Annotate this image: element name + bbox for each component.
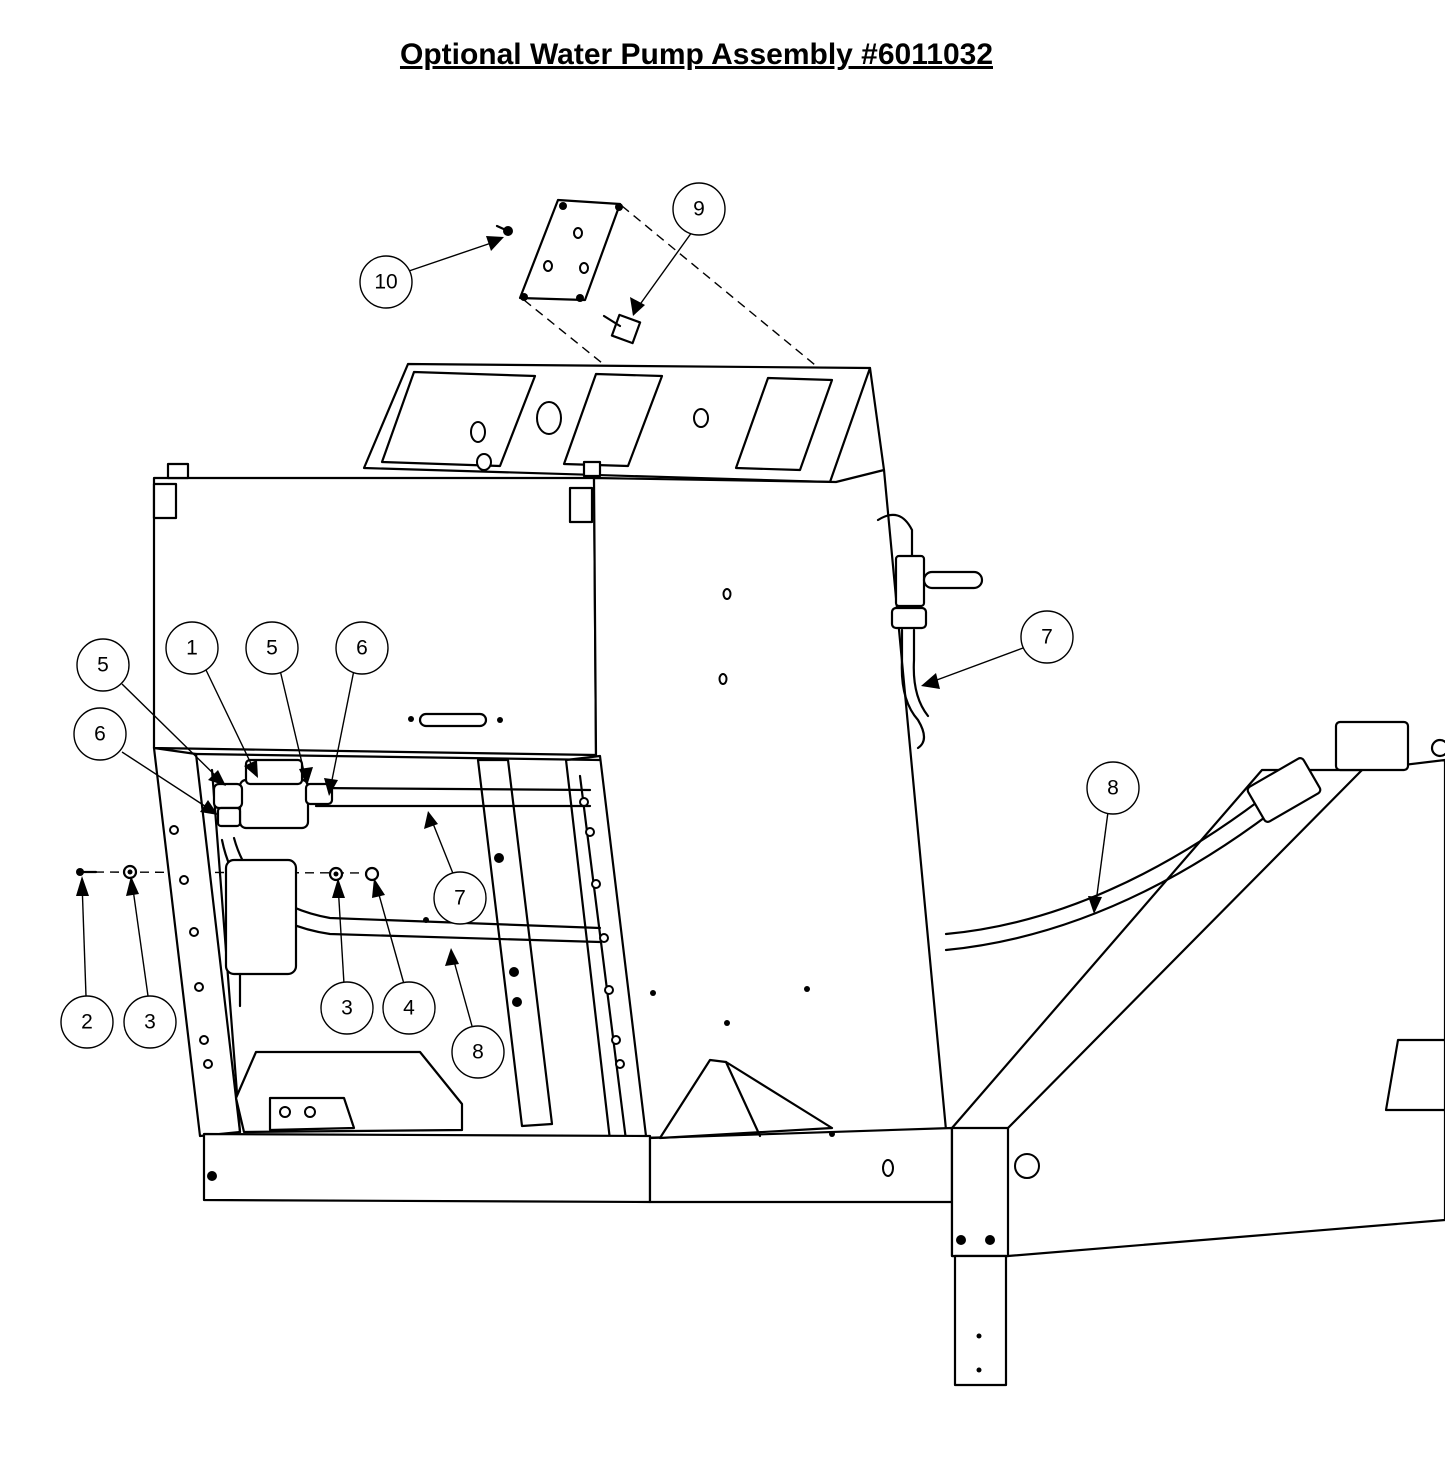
callout-4: 4 (382, 981, 436, 1035)
svg-text:5: 5 (266, 637, 278, 660)
svg-text:8: 8 (1107, 777, 1119, 800)
control-panel-housing (362, 362, 886, 484)
svg-text:6: 6 (356, 637, 368, 660)
svg-text:2: 2 (81, 1011, 93, 1034)
svg-text:5: 5 (97, 654, 109, 677)
callout-5-left: 5 (76, 638, 130, 692)
flat-washer-inner (328, 866, 344, 882)
callout-7-lower: 7 (433, 871, 487, 925)
svg-text:7: 7 (1041, 626, 1053, 649)
callout-5-middle: 5 (245, 621, 299, 675)
svg-text:8: 8 (472, 1041, 484, 1064)
water-pump (224, 858, 298, 1008)
callout-3-middle: 3 (320, 981, 374, 1035)
svg-text:10: 10 (374, 271, 397, 294)
callout-3-left: 3 (123, 995, 177, 1049)
svg-text:1: 1 (186, 637, 198, 660)
support-frame (152, 746, 648, 1142)
hex-bolt (76, 868, 98, 876)
toggle-switch (602, 313, 642, 345)
callout-6-middle: 6 (335, 621, 389, 675)
svg-text:4: 4 (403, 997, 415, 1020)
svg-text:3: 3 (144, 1011, 156, 1034)
flat-washer (122, 864, 138, 880)
svg-text:6: 6 (94, 723, 106, 746)
callout-2: 2 (60, 995, 114, 1049)
tank-body (152, 460, 948, 1140)
callout-1: 1 (165, 621, 219, 675)
callout-7-right: 7 (1020, 610, 1074, 664)
mounting-screw (495, 224, 513, 236)
callout-8-right: 8 (1086, 761, 1140, 815)
base-skid (202, 1050, 954, 1204)
callout-10: 10 (359, 255, 413, 309)
shutoff-valve (876, 513, 984, 750)
svg-text:7: 7 (454, 887, 466, 910)
callout-8-lower: 8 (451, 1025, 505, 1079)
strainer-filter (212, 758, 334, 830)
lock-nut (364, 866, 380, 882)
callout-6-left: 6 (73, 707, 127, 761)
diagram-title: Optional Water Pump Assembly #6011032 (399, 38, 993, 71)
callout-9: 9 (672, 182, 726, 236)
svg-text:9: 9 (693, 198, 705, 221)
svg-text:3: 3 (341, 997, 353, 1020)
callout-leaders (76, 231, 1109, 1027)
switch-panel-plate (518, 198, 623, 302)
pressure-hose (314, 786, 592, 808)
trailer-frame (950, 720, 1445, 1387)
